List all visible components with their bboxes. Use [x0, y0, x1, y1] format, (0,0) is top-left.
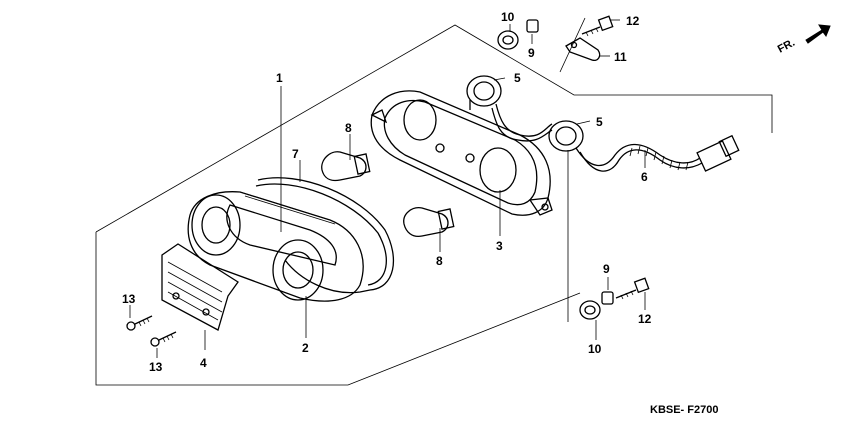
bolt-upper	[581, 15, 614, 37]
callout-9-upper: 9	[528, 46, 535, 60]
callout-9-lower: 9	[603, 262, 610, 276]
diagram-code: KBSE- F2700	[650, 404, 718, 416]
callout-12-lower: 12	[638, 312, 652, 326]
collar-upper	[526, 19, 539, 33]
front-direction-label: FR.	[776, 37, 797, 56]
socket-lower	[548, 120, 584, 152]
lens	[187, 191, 364, 302]
grommet-lower	[579, 300, 601, 320]
front-direction-arrow-icon	[805, 24, 831, 44]
callout-6: 6	[641, 170, 648, 184]
callout-10-lower: 10	[588, 342, 602, 356]
cover-bracket	[161, 243, 239, 331]
callout-4: 4	[200, 356, 207, 370]
callout-8-lower: 8	[436, 254, 443, 268]
screw-upper	[126, 315, 153, 331]
wire-harness	[491, 103, 740, 172]
callout-12-upper: 12	[626, 14, 640, 28]
callout-7: 7	[292, 147, 299, 161]
callout-13-upper: 13	[122, 292, 136, 306]
housing	[370, 90, 553, 216]
callout-3: 3	[496, 239, 503, 253]
callout-5-lower: 5	[596, 115, 603, 129]
callout-1: 1	[276, 71, 283, 85]
callout-13-lower: 13	[149, 360, 163, 374]
assembly-boundary	[95, 17, 773, 386]
collar-lower	[601, 291, 614, 305]
callout-5-upper: 5	[514, 71, 521, 85]
gasket	[255, 177, 395, 294]
bolt-lower	[615, 277, 650, 300]
bulb-upper	[321, 151, 371, 182]
callout-2: 2	[302, 341, 309, 355]
wire-clamp	[565, 37, 601, 62]
grommet-upper	[497, 30, 519, 50]
callout-8-upper: 8	[345, 121, 352, 135]
callout-10-upper: 10	[501, 10, 515, 24]
bulb-lower	[403, 207, 455, 238]
screw-lower	[150, 331, 177, 347]
socket-upper	[466, 75, 502, 110]
callout-11: 11	[614, 50, 627, 64]
leader-lines	[129, 19, 646, 358]
